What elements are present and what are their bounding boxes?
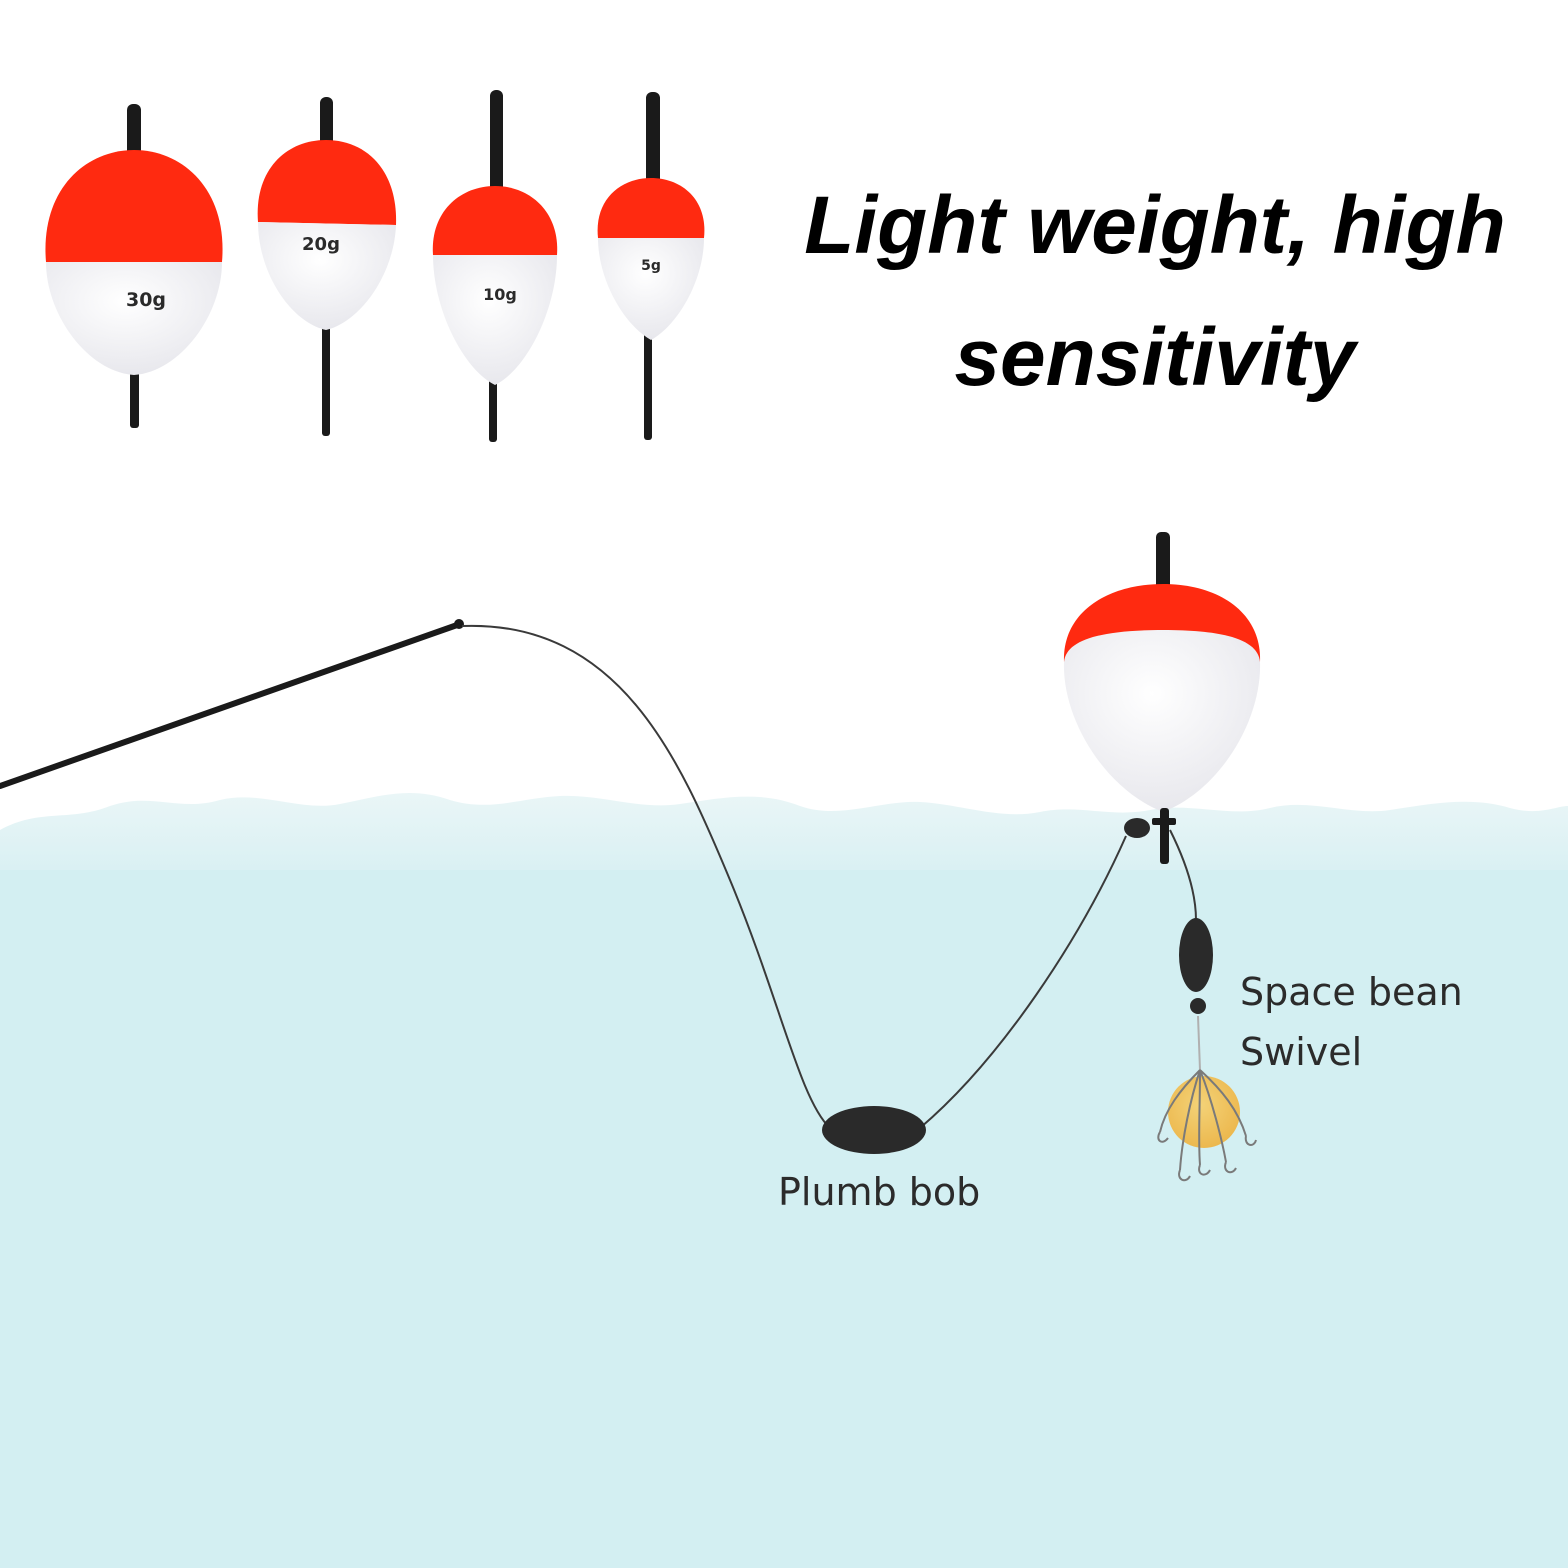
float-20g-label: 20g — [302, 234, 340, 255]
headline: Light weight, high sensitivity — [760, 160, 1550, 424]
swivel-label: Swivel — [1240, 1030, 1363, 1074]
diagram-float-white-body — [1063, 630, 1261, 812]
float-30g-label: 30g — [126, 289, 166, 311]
float-20g: 20g — [257, 97, 397, 436]
float-30g: 30g — [45, 104, 223, 428]
hook-line-5 — [1199, 1069, 1247, 1137]
diagram-float — [1063, 532, 1261, 864]
float-5g-white-body — [598, 238, 704, 340]
water-body — [0, 870, 1568, 1568]
float-5g: 5g — [597, 92, 705, 440]
swivel — [1190, 998, 1206, 1014]
hook-barb-2 — [1178, 1169, 1191, 1182]
float-20g-white-body — [258, 222, 396, 330]
float-20g-red-cap — [257, 140, 397, 225]
leader-line-lower — [1197, 1015, 1201, 1071]
hook-cluster — [1157, 1069, 1257, 1182]
space-bean — [1179, 918, 1213, 992]
plumb-bob-weight — [822, 1106, 926, 1154]
hook-barb-1 — [1157, 1131, 1169, 1143]
float-30g-red-cap — [45, 150, 223, 262]
float-5g-stem — [644, 332, 652, 440]
leader-line-upper — [1169, 829, 1197, 921]
float-5g-antenna — [646, 92, 660, 188]
fishing-line-main — [461, 624, 831, 1129]
fishing-rod — [0, 621, 463, 789]
headline-line-2: sensitivity — [954, 312, 1356, 403]
bait-ball — [1168, 1076, 1240, 1148]
hook-barb-3 — [1198, 1164, 1211, 1176]
hook-line-4 — [1199, 1069, 1227, 1163]
headline-line-1: Light weight, high — [804, 180, 1506, 271]
float-10g-label: 10g — [483, 285, 517, 304]
float-10g-stem — [489, 370, 497, 442]
float-10g-antenna — [490, 90, 503, 194]
line-connector-bead — [1124, 818, 1150, 838]
float-20g-stem — [322, 312, 330, 436]
diagram-float-stem — [1160, 808, 1169, 864]
float-10g-white-body — [433, 255, 557, 385]
float-10g-red-cap — [432, 186, 558, 255]
float-10g: 10g — [432, 90, 558, 442]
hook-barb-4 — [1224, 1161, 1237, 1174]
plumb-bob-label: Plumb bob — [778, 1170, 981, 1214]
fishing-line-to-float — [919, 835, 1127, 1129]
float-30g-white-body — [46, 262, 222, 375]
space-bean-label: Space bean — [1240, 970, 1463, 1014]
hook-barb-5 — [1244, 1135, 1257, 1146]
diagram-float-clip — [1152, 818, 1176, 825]
hook-line-2 — [1179, 1069, 1201, 1171]
hook-line-1 — [1159, 1069, 1201, 1133]
rod-tip — [454, 619, 464, 629]
float-5g-label: 5g — [641, 258, 661, 274]
hook-line-3 — [1198, 1069, 1201, 1166]
float-5g-red-cap — [597, 178, 705, 238]
